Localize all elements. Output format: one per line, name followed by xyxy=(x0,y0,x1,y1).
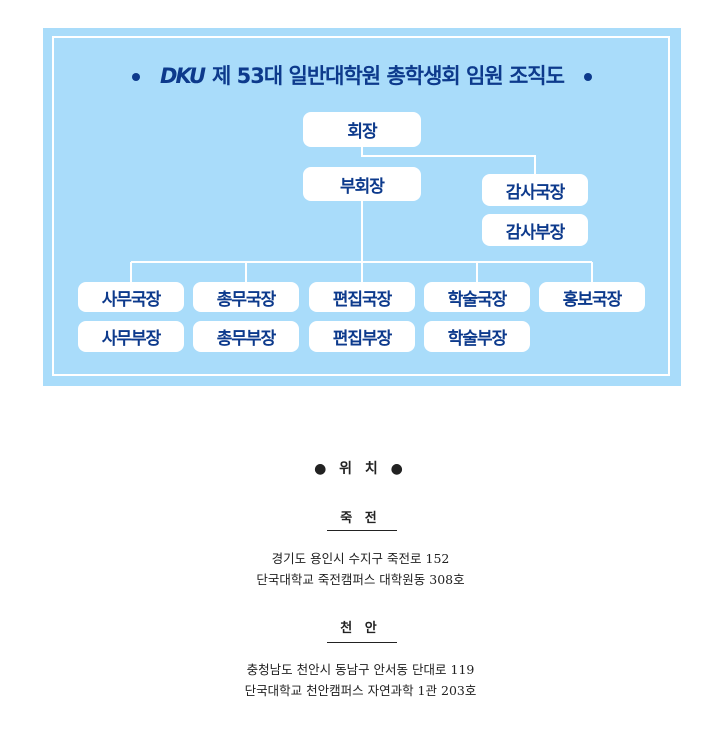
audit-director-box: 감사국장 xyxy=(482,174,588,206)
campus-address: 경기도 용인시 수지구 죽전로 152 단국대학교 죽전캠퍼스 대학원동 308… xyxy=(0,548,721,590)
connector-lines xyxy=(130,147,593,282)
location-heading-text: 위 치 xyxy=(339,461,382,477)
bullet-icon xyxy=(583,73,592,81)
address-line: 충청남도 천안시 동남구 안서동 단대로 119 xyxy=(246,662,475,677)
location-heading: ● 위 치 ● xyxy=(314,461,407,477)
address-line: 경기도 용인시 수지구 죽전로 152 xyxy=(271,551,450,566)
director-box: 총무국장 xyxy=(193,282,299,312)
bullet-icon xyxy=(132,73,141,81)
divider xyxy=(327,642,397,643)
deputy-box: 편집부장 xyxy=(309,321,415,352)
president-box: 회장 xyxy=(303,112,421,147)
director-box: 사무국장 xyxy=(78,282,184,312)
title-text: 제 53대 일반대학원 총학생회 임원 조직도 xyxy=(212,64,565,88)
director-box: 편집국장 xyxy=(309,282,415,312)
address-line: 단국대학교 천안캠퍼스 자연과학 1관 203호 xyxy=(244,683,477,698)
deputy-box: 총무부장 xyxy=(193,321,299,352)
panel-border xyxy=(52,36,670,376)
divider xyxy=(327,530,397,531)
director-box: 홍보국장 xyxy=(539,282,645,312)
director-box: 학술국장 xyxy=(424,282,530,312)
vice-president-box: 부회장 xyxy=(303,167,421,201)
deputy-box: 사무부장 xyxy=(78,321,184,352)
audit-deputy-box: 감사부장 xyxy=(482,214,588,246)
campus-address: 충청남도 천안시 동남구 안서동 단대로 119 단국대학교 천안캠퍼스 자연과… xyxy=(0,659,721,701)
campus-name: 천 안 xyxy=(340,621,381,636)
deputy-box: 학술부장 xyxy=(424,321,530,352)
campus-name: 죽 전 xyxy=(340,511,381,526)
dku-logo: DKU xyxy=(160,64,206,88)
address-line: 단국대학교 죽전캠퍼스 대학원동 308호 xyxy=(256,572,465,587)
